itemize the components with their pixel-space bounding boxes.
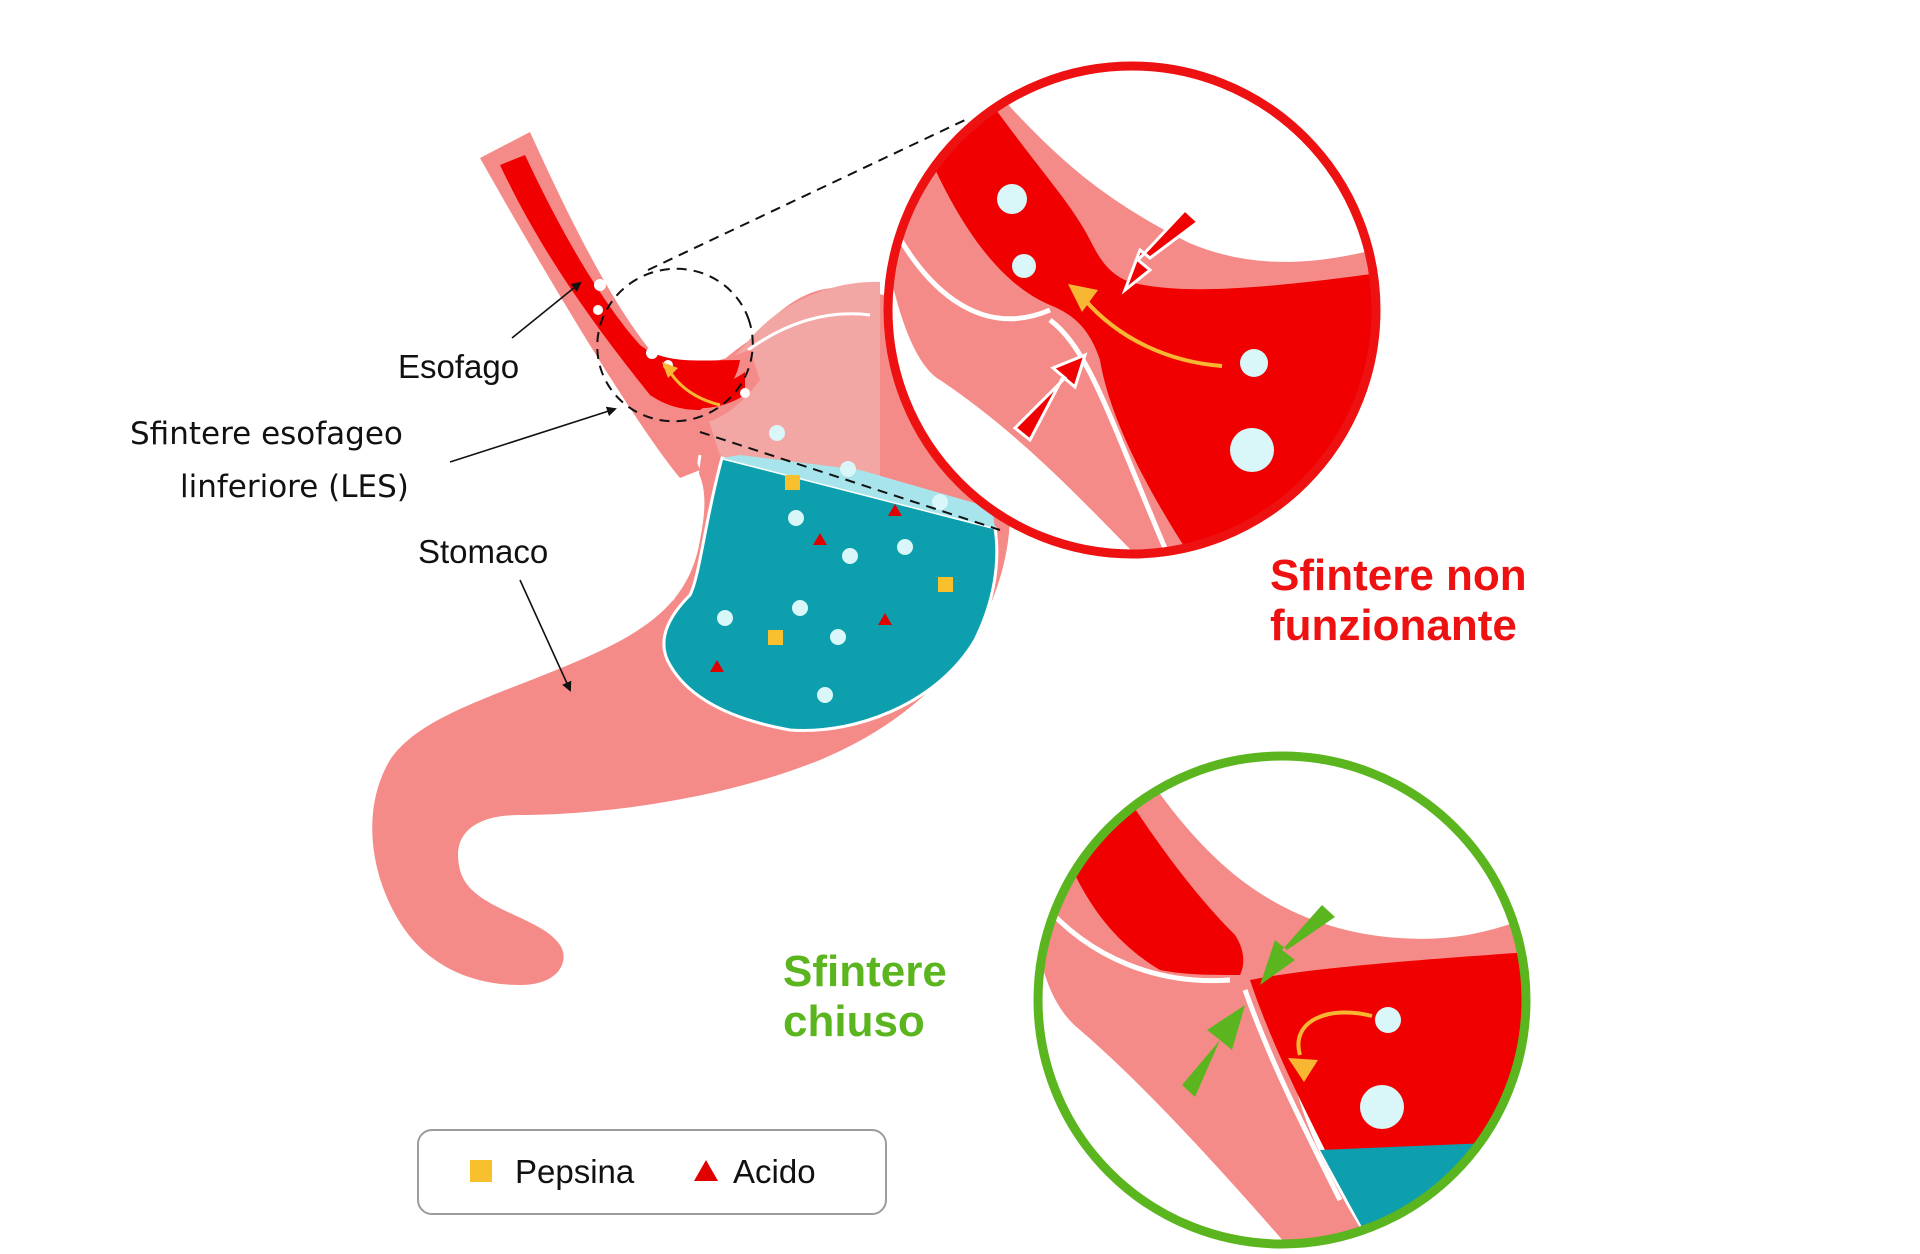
stomach-pointer [519,579,572,692]
esophagus-lumen [500,155,740,410]
zoom-dashed-line-top [647,119,966,271]
acid-marker [888,504,902,516]
zoom-lumen [900,80,1376,554]
pepsin-marker [768,630,783,645]
esophagus-particle [740,388,750,398]
bubble [817,687,833,703]
reflux-arrowhead-zoom [1068,284,1098,312]
zoom-ellipse [596,267,754,423]
les-region-fill [660,372,745,408]
non-functioning-title-line1: Sfintere non [1270,551,1527,600]
legend-acid-swatch [694,1160,718,1181]
fluid-surface [722,455,995,528]
pressure-arrow-up [1012,352,1088,443]
magnifier-ring-red [883,61,1381,559]
reflux-arrow-small [668,371,721,407]
zoom2-bubble [1375,1007,1401,1033]
magnifier-non-functioning [883,61,1381,559]
acid-marker [710,660,724,672]
bubble [840,461,856,477]
closing-arrow-down [1260,905,1335,985]
gastric-fluid [662,456,999,732]
acid-marker [878,613,892,625]
legend-box [417,1129,887,1215]
magnifier-ring-green [1033,751,1531,1249]
legend-pepsin-label: Pepsina [515,1153,635,1190]
pepsin-marker [938,577,953,592]
non-functioning-title-line2: funzionante [1270,601,1517,650]
legend-pepsin-swatch [470,1160,492,1182]
les-label-line1: Sfintere esofageo [130,416,403,452]
les-label-line2: linferiore (LES) [180,469,409,505]
esophagus-pointer [511,281,582,339]
esophagus-label: Esofago [398,348,519,385]
magnifier-closed [1033,751,1531,1249]
reflux-arrowhead-small [662,362,678,378]
esophagus [480,132,760,478]
zoom2-inner-membrane [1038,898,1343,1202]
zoom2-membrane [1137,758,1526,939]
bubble [830,629,846,645]
zoom2-lumen-lower [1250,950,1526,1160]
bubble [792,600,808,616]
bubble [897,539,913,555]
zoom-bubble [997,184,1027,214]
return-arrow [1296,1010,1373,1056]
return-arrowhead [1288,1058,1318,1082]
pressure-arrow-down [1121,207,1201,295]
fundus-outline [747,312,871,352]
zoom2-bubble [1360,1085,1404,1129]
bubble [788,510,804,526]
legend: Pepsina Acido [417,1129,887,1215]
reflux-arrow-zoom [1083,298,1223,368]
bubble [717,610,733,626]
callout-pointers [449,119,1001,692]
bubble [932,494,948,510]
esophagus-particle [630,311,642,323]
closed-title-line2: chiuso [783,997,925,1046]
pepsin-marker [785,475,800,490]
stomach-inner-line [670,454,702,601]
zoom-membrane [987,78,1376,262]
closing-arrow-up [1182,1005,1245,1097]
legend-acid-label: Acido [733,1153,816,1190]
esophagus-particle [646,347,658,359]
esophagus-particle [594,279,606,291]
zoom-bubble [1012,254,1036,278]
les-pointer [449,406,617,463]
zoom-dashed-line-bottom [699,431,1001,531]
zoom-bubble [1240,349,1268,377]
bubble [769,425,785,441]
acid-marker [813,533,827,545]
bubble [842,548,858,564]
closed-title-line1: Sfintere [783,947,947,996]
stomach-contents [710,425,953,703]
stomach-label: Stomaco [418,533,548,570]
zoom-bubble [1230,428,1274,472]
esophagus-particle [593,305,603,315]
